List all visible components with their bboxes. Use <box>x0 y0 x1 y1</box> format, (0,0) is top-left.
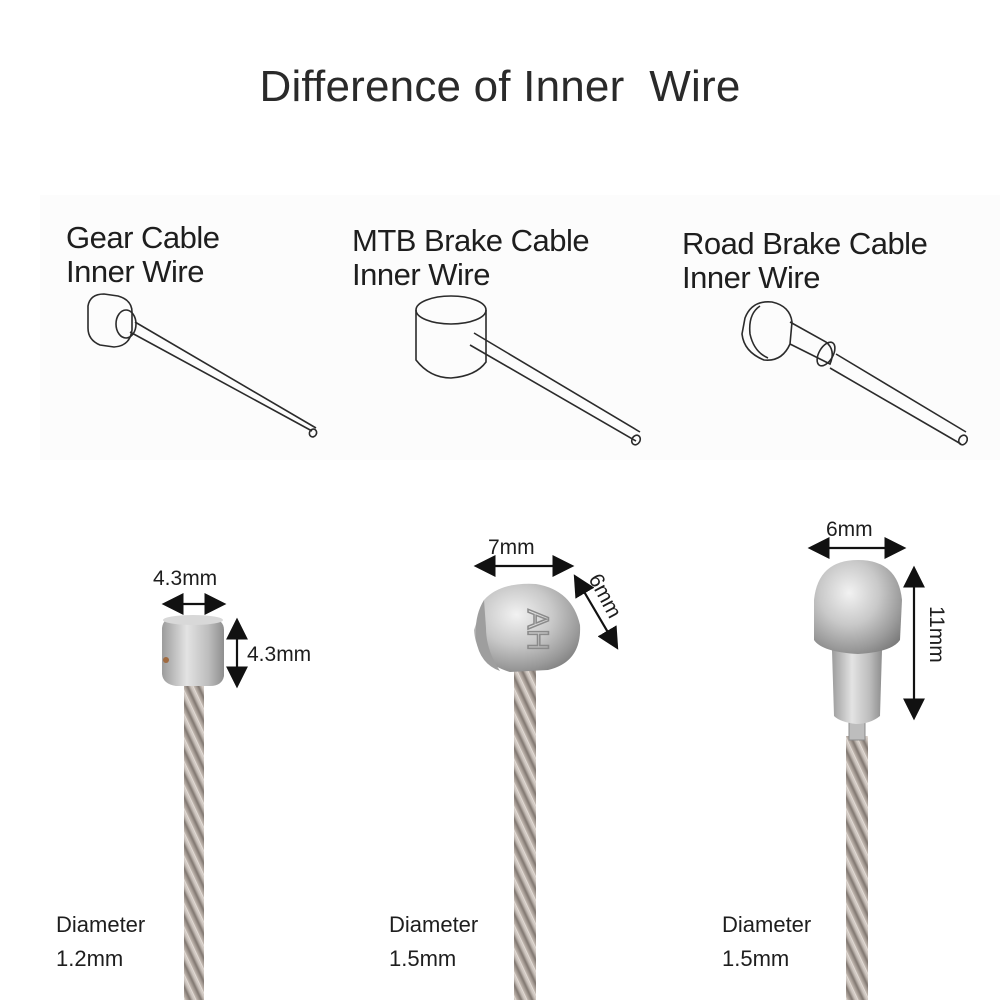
gear-diameter-caption: Diameter <box>56 912 146 937</box>
gear-cable-label-line2: Inner Wire <box>66 254 204 289</box>
road-cable-diameter: Diameter 1.5mm <box>722 908 811 976</box>
mtb-brake-cable-label-line2: Inner Wire <box>352 257 490 292</box>
road-brake-cable-photo <box>814 560 902 1000</box>
mtb-cable-diameter: Diameter 1.5mm <box>389 908 478 976</box>
road-head-diameter-label: 6mm <box>826 518 873 541</box>
mtb-brake-cable-label-line1: MTB Brake Cable <box>352 223 590 258</box>
gear-head-height-label: 4.3mm <box>247 643 312 666</box>
road-brake-cable-label-line2: Inner Wire <box>682 260 820 295</box>
road-diameter-value: 1.5mm <box>722 946 790 971</box>
gear-cable-label-line1: Gear Cable <box>66 220 220 255</box>
gear-diameter-value: 1.2mm <box>56 946 124 971</box>
road-head-length-label: 11mm <box>925 606 948 663</box>
road-brake-cable-label-line1: Road Brake Cable <box>682 226 928 261</box>
line-drawing-panel <box>40 195 1000 460</box>
gear-head-width-label: 4.3mm <box>153 567 218 590</box>
mtb-diameter-value: 1.5mm <box>389 946 457 971</box>
mtb-diameter-caption: Diameter <box>389 912 479 937</box>
road-brake-cable-line-drawing <box>741 301 969 446</box>
mtb-head-diameter-label: 7mm <box>488 536 535 559</box>
dimension-arrows <box>161 537 925 721</box>
mtb-brake-cable-photo: AH <box>474 583 581 1000</box>
mtb-head-marking: AH <box>521 609 554 651</box>
gear-cable-line-drawing <box>87 293 318 438</box>
page-title: Difference of Inner Wire <box>259 62 741 111</box>
gear-cable-photo <box>162 615 224 1000</box>
gear-cable-label: Gear Cable Inner Wire <box>66 221 220 289</box>
mtb-brake-cable-label: MTB Brake Cable Inner Wire <box>352 223 590 292</box>
mtb-brake-cable-line-drawing <box>415 295 642 446</box>
gear-cable-diameter: Diameter 1.2mm <box>56 908 145 976</box>
road-diameter-caption: Diameter <box>722 912 812 937</box>
road-brake-cable-label: Road Brake Cable Inner Wire <box>682 226 928 295</box>
